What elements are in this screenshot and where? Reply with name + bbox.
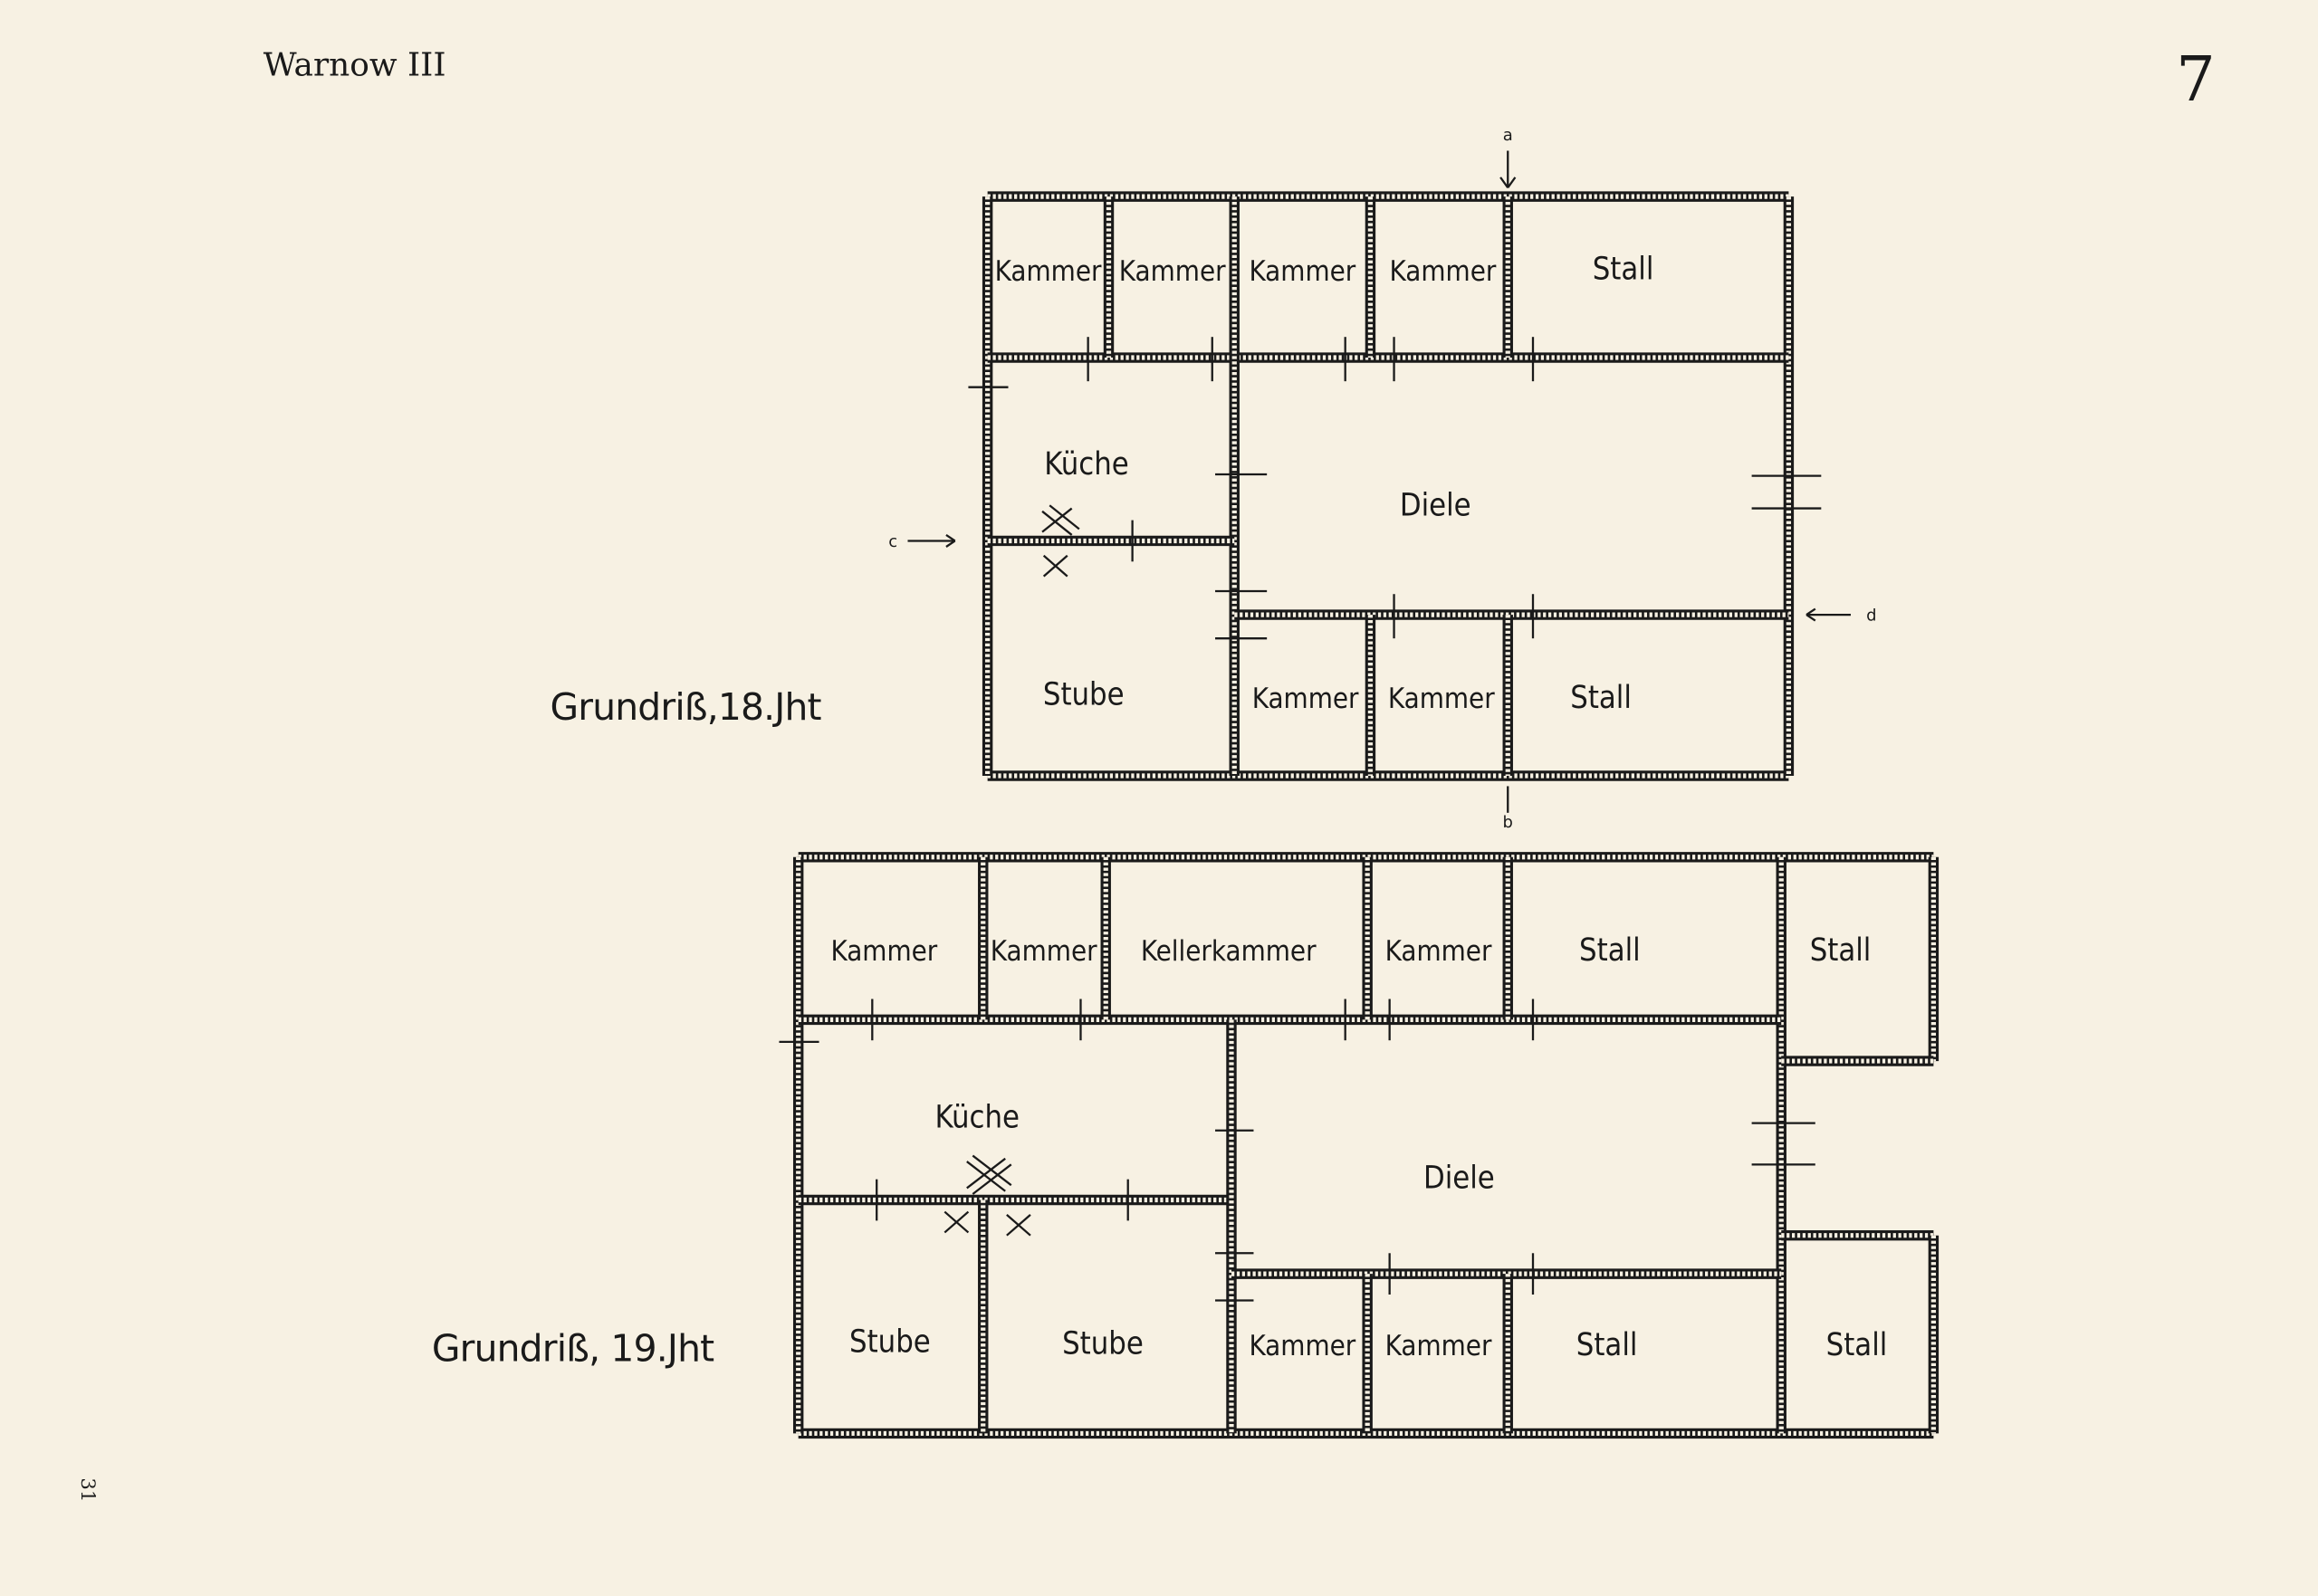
room-label: Küche <box>1044 446 1129 483</box>
page-header-title: Warnow III <box>263 46 446 83</box>
section-mark-b: b <box>1503 813 1513 832</box>
room-label: Kammer <box>1249 255 1355 288</box>
hearth-icon <box>1041 510 1073 536</box>
chimney-icon <box>943 1210 970 1234</box>
floor-plan-19th-century <box>792 852 1940 1439</box>
chimney-icon <box>1042 554 1068 578</box>
floor-plan-18th-century <box>982 191 1795 781</box>
room-label: Stube <box>1062 1325 1144 1362</box>
room-label: Stube <box>849 1324 931 1361</box>
plan2-title: Grundriß, 19.Jht <box>432 1326 714 1370</box>
hearth-icon <box>972 1163 1012 1195</box>
room-label: Stall <box>1570 680 1632 716</box>
room-label: Stall <box>1826 1327 1888 1363</box>
room-label: Kammer <box>830 935 937 968</box>
hearth-icon <box>1049 504 1080 530</box>
room-label: Kammer <box>1390 255 1497 288</box>
door-markers <box>779 150 1851 1302</box>
section-mark-a: a <box>1503 126 1513 145</box>
section-arrow <box>1806 614 1816 622</box>
room-label: Stall <box>1810 932 1872 969</box>
room-label: Kammer <box>1252 683 1359 715</box>
section-mark-c: c <box>888 532 897 551</box>
chimney-icon <box>1006 1213 1031 1237</box>
room-label: Kammer <box>1385 935 1492 968</box>
hearth-icon <box>1041 507 1073 533</box>
room-label: Kammer <box>1385 1330 1492 1362</box>
hearth-icon <box>972 1154 1012 1187</box>
room-label: Stall <box>1593 252 1654 288</box>
hearth-icon <box>966 1157 1006 1190</box>
plan1-title: Grundriß,18.Jht <box>550 685 821 729</box>
room-label: Diele <box>1423 1160 1495 1196</box>
section-arrow <box>1806 607 1816 616</box>
section-arrow <box>945 533 956 542</box>
room-label: Diele <box>1400 488 1471 524</box>
room-label: Küche <box>934 1100 1020 1136</box>
section-arrow <box>945 540 956 548</box>
room-label: Kammer <box>1119 255 1226 288</box>
section-mark-d: d <box>1866 607 1876 626</box>
room-label: Kammer <box>1388 683 1495 715</box>
room-label: Stall <box>1576 1327 1638 1363</box>
folio-number: 31 <box>76 1477 99 1502</box>
section-arrow <box>1499 177 1509 188</box>
room-label: Kammer <box>1249 1330 1355 1362</box>
room-label: Kellerkammer <box>1141 935 1317 968</box>
room-label: Stall <box>1579 932 1641 969</box>
section-arrow <box>1507 177 1517 188</box>
hearth-icon <box>966 1161 1006 1192</box>
page-number: 7 <box>2176 43 2216 116</box>
room-label: Kammer <box>991 935 1097 968</box>
room-label: Stube <box>1043 677 1125 713</box>
room-label: Kammer <box>995 255 1102 288</box>
